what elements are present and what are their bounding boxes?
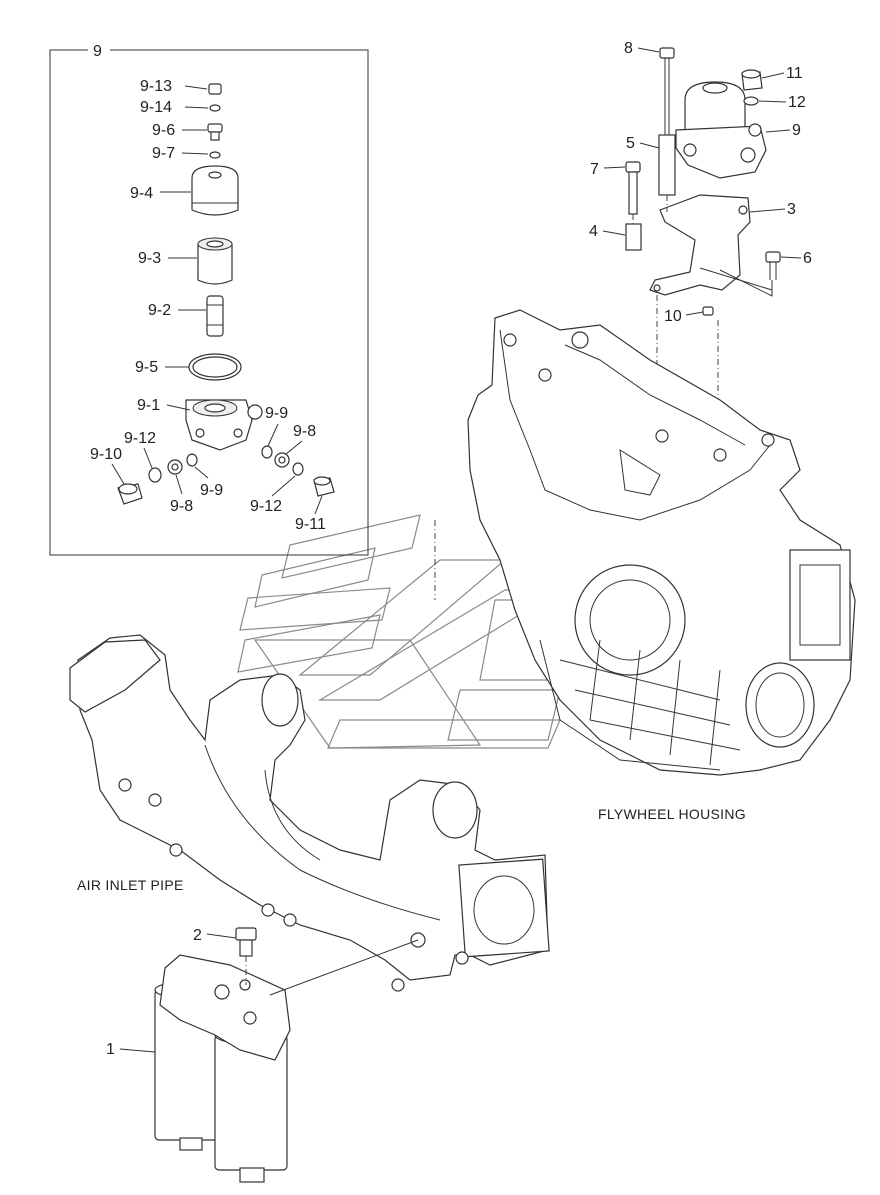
filter-head-9-1 — [185, 399, 263, 451]
label-7: 7 — [590, 161, 599, 178]
label-9-4: 9-4 — [130, 185, 153, 202]
bracket-3 — [649, 194, 751, 296]
filter-cup-9-4 — [191, 165, 239, 216]
flywheel-housing — [467, 309, 856, 776]
label-9-12-lower: 9-12 — [250, 498, 282, 515]
bolt-6 — [765, 251, 781, 280]
oring-9-9-right — [261, 445, 273, 459]
spacer-4 — [625, 223, 642, 251]
center-tube-9-2 — [206, 295, 224, 337]
label-9-13: 9-13 — [140, 78, 172, 95]
washer-12 — [743, 96, 759, 106]
bolt-2 — [235, 927, 257, 985]
label-9-9-lower: 9-9 — [200, 482, 223, 499]
label-9-9-upper: 9-9 — [265, 405, 288, 422]
label-2: 2 — [193, 927, 202, 944]
assembled-filter-9 — [675, 81, 767, 179]
label-9-3: 9-3 — [138, 250, 161, 267]
label-1: 1 — [106, 1041, 115, 1058]
oring-9-5 — [188, 353, 242, 381]
part-labels: 8 11 12 9 5 7 3 4 6 10 2 1 — [106, 40, 812, 1058]
kit-box: 9 — [49, 43, 369, 556]
filter-head-kit — [117, 83, 335, 505]
washer-9-12-right — [292, 462, 304, 476]
plug-9-10 — [117, 483, 143, 505]
spacer-5 — [658, 134, 676, 196]
filter-element-9-3 — [197, 237, 233, 285]
label-9-7: 9-7 — [152, 145, 175, 162]
air-inlet-pipe — [69, 634, 550, 992]
caption-air-inlet-pipe: AIR INLET PIPE — [77, 877, 184, 893]
label-12: 12 — [788, 94, 806, 111]
bolt-10 — [702, 306, 714, 316]
label-11: 11 — [786, 65, 803, 82]
label-9-assembly: 9 — [792, 122, 801, 139]
oring-9-9-left — [186, 453, 198, 467]
label-9-11: 9-11 — [295, 516, 326, 533]
bolt-7 — [625, 161, 641, 215]
plug-11 — [741, 69, 763, 91]
label-6: 6 — [803, 250, 812, 267]
label-9-10: 9-10 — [90, 446, 122, 463]
label-3: 3 — [787, 201, 796, 218]
plug-9-11 — [313, 476, 335, 497]
washer-9-12-left — [148, 467, 162, 483]
kit-box-label: 9 — [93, 43, 102, 60]
label-4: 4 — [589, 223, 598, 240]
oring-9-7 — [209, 151, 221, 159]
long-bolt-8 — [659, 47, 675, 135]
label-9-5: 9-5 — [135, 359, 158, 376]
fitting-9-8-right — [274, 452, 290, 468]
label-9-6: 9-6 — [152, 122, 175, 139]
label-9-14: 9-14 — [140, 99, 172, 116]
label-9-8-upper: 9-8 — [293, 423, 316, 440]
plug-9-13 — [208, 83, 222, 95]
label-9-2: 9-2 — [148, 302, 171, 319]
label-9-1: 9-1 — [137, 397, 160, 414]
label-10: 10 — [664, 308, 682, 325]
label-9-8-lower: 9-8 — [170, 498, 193, 515]
washer-9-14 — [209, 104, 221, 112]
bolt-9-6 — [207, 123, 223, 141]
fitting-9-8-left — [167, 459, 183, 475]
label-5: 5 — [626, 135, 635, 152]
kit-labels: 9-13 9-14 9-6 9-7 9-4 9-3 9-2 9-5 9-1 9-… — [90, 78, 326, 533]
filter-assembly — [625, 47, 781, 435]
label-9-12-upper: 9-12 — [124, 430, 156, 447]
fuel-filter-1 — [154, 954, 291, 1183]
label-8: 8 — [624, 40, 633, 57]
caption-flywheel-housing: FLYWHEEL HOUSING — [598, 806, 746, 822]
